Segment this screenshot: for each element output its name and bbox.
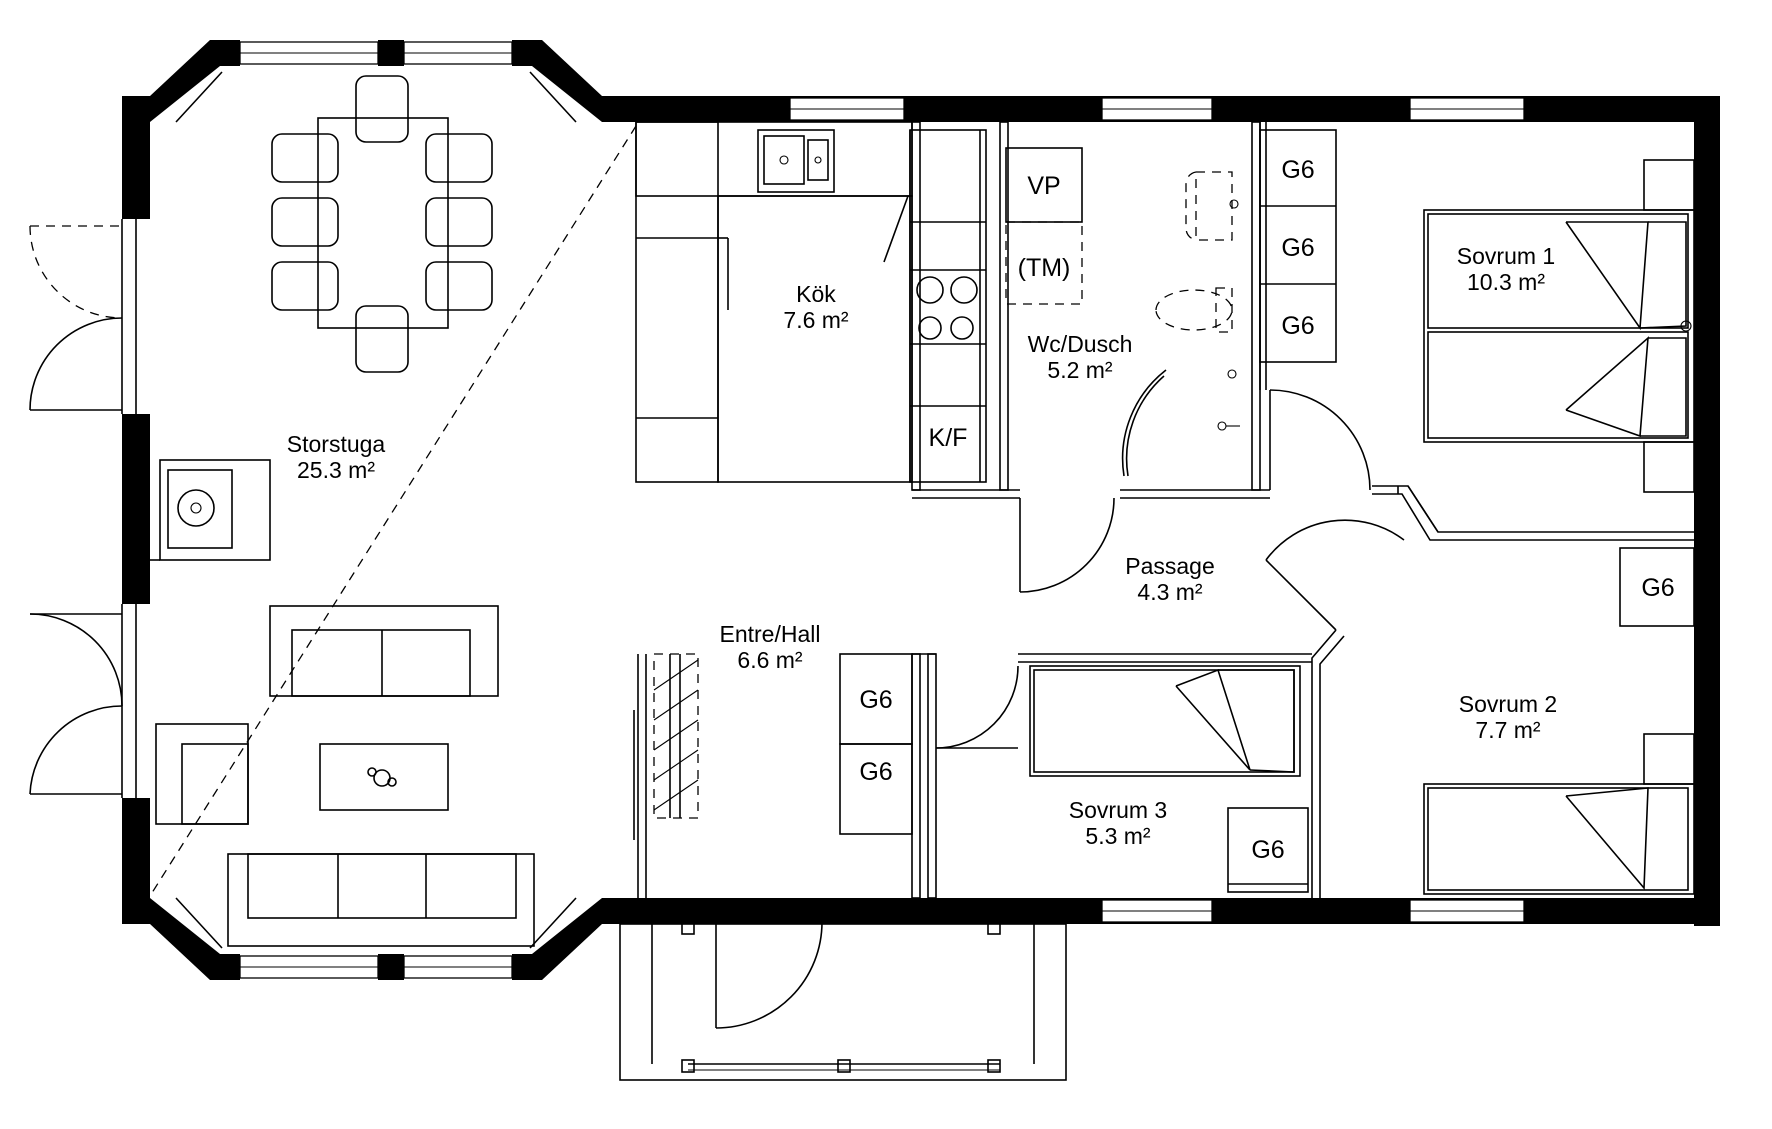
room-name-entre: Entre/Hall bbox=[720, 621, 821, 647]
room-name-kok: Kök bbox=[796, 281, 836, 307]
bathroom-fixtures bbox=[1005, 147, 1240, 431]
room-name-sovrum3: Sovrum 3 bbox=[1069, 797, 1167, 823]
room-area-sovrum2: 7.7 m² bbox=[1475, 717, 1541, 743]
room-labels: Storstuga 25.3 m² Kök 7.6 m² Wc/Dusch 5.… bbox=[287, 243, 1557, 849]
room-area-entre: 6.6 m² bbox=[737, 647, 803, 673]
wardrobes bbox=[839, 129, 1695, 893]
g6-label-1: G6 bbox=[1281, 156, 1314, 184]
room-area-kok: 7.6 m² bbox=[783, 307, 849, 333]
room-name-storstuga: Storstuga bbox=[287, 431, 386, 457]
g6-label-3: G6 bbox=[1281, 312, 1314, 340]
room-area-storstuga: 25.3 m² bbox=[297, 457, 375, 483]
room-name-sovrum1: Sovrum 1 bbox=[1457, 243, 1555, 269]
room-name-sovrum2: Sovrum 2 bbox=[1459, 691, 1557, 717]
room-area-sovrum1: 10.3 m² bbox=[1467, 269, 1545, 295]
g6-label-5: G6 bbox=[859, 686, 892, 714]
outer-walls bbox=[122, 40, 1720, 980]
room-area-sovrum3: 5.3 m² bbox=[1085, 823, 1151, 849]
kitchen-furniture bbox=[635, 121, 987, 483]
kf-label: K/F bbox=[929, 424, 968, 452]
windows bbox=[159, 41, 1525, 979]
left-doors bbox=[29, 219, 137, 798]
fixture-labels: VP (TM) K/F G6 G6 G6 G6 G6 G6 G6 bbox=[859, 156, 1674, 864]
room-area-passage: 4.3 m² bbox=[1137, 579, 1203, 605]
room-name-wc: Wc/Dusch bbox=[1028, 331, 1133, 357]
tm-label: (TM) bbox=[1018, 254, 1071, 282]
interior-doors bbox=[935, 369, 1405, 749]
room-name-passage: Passage bbox=[1125, 553, 1215, 579]
living-furniture bbox=[149, 75, 637, 947]
porch bbox=[602, 898, 1067, 1081]
beds bbox=[1029, 159, 1695, 895]
g6-label-4: G6 bbox=[1641, 574, 1674, 602]
g6-label-2: G6 bbox=[1281, 234, 1314, 262]
entre-closet bbox=[633, 653, 699, 898]
room-area-wc: 5.2 m² bbox=[1047, 357, 1113, 383]
g6-label-7: G6 bbox=[1251, 836, 1284, 864]
vp-label: VP bbox=[1027, 172, 1060, 200]
g6-label-6: G6 bbox=[859, 758, 892, 786]
